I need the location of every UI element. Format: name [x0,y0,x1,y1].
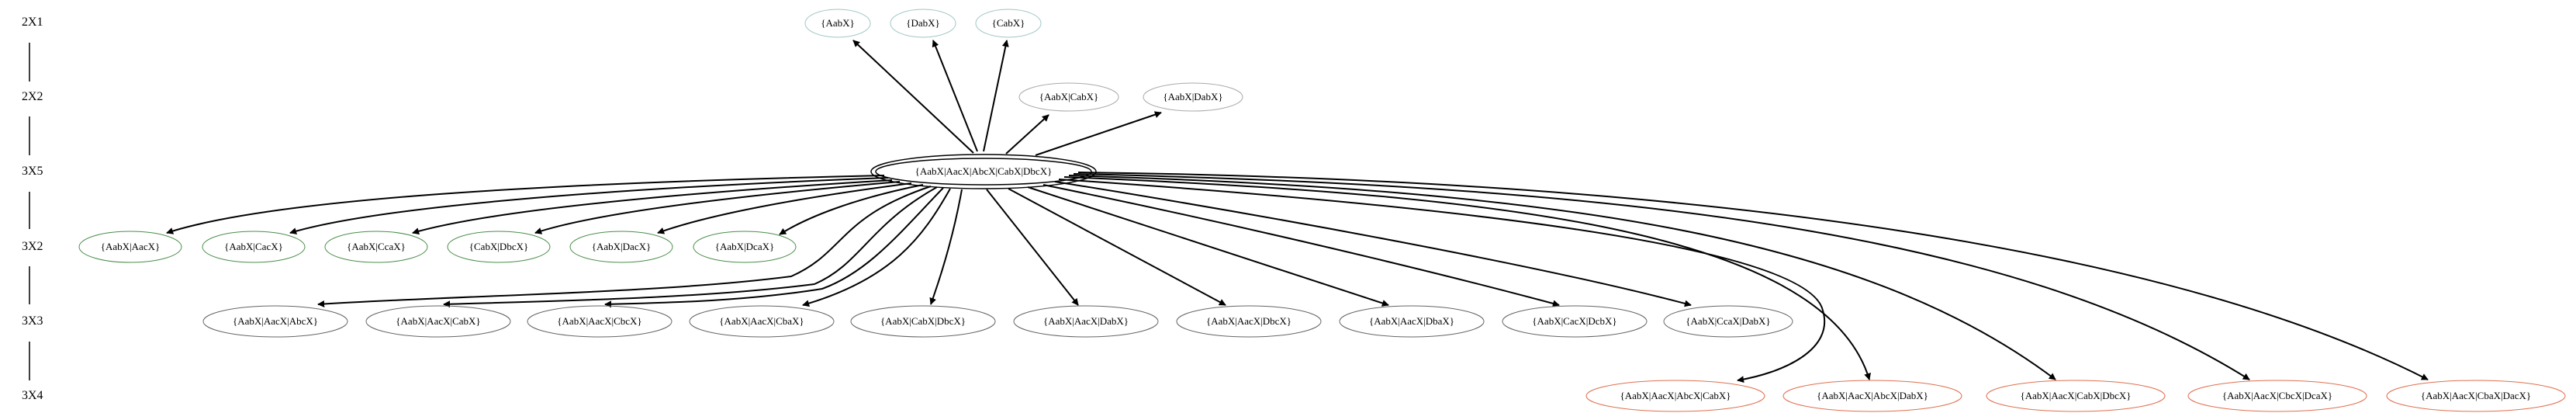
edge [1035,111,1162,156]
level-label: 2X1 [22,16,43,29]
edge [1077,172,2429,380]
root-node[interactable]: {AabX|AacX|AbcX|CabX|DbcX} [870,154,1097,189]
node[interactable]: {AabX|AacX|CabX} [365,305,511,338]
node-label: {AabX|CcaX|DabX} [1686,315,1770,327]
node-label: {AabX|AacX|DbcX} [1206,315,1291,327]
edge [802,188,951,307]
edge [534,181,901,234]
edge [932,40,978,152]
edge [1043,184,1560,307]
edge [1063,176,1871,380]
node-label: {AabX|AacX|CabX|DbcX} [2020,390,2131,401]
edge [986,189,1079,306]
edge [779,184,924,235]
node[interactable]: {AabX|AacX} [78,231,182,263]
node-label: {AabX|CacX|DcbX} [1532,315,1616,327]
edge [1058,179,1826,384]
node-label: {DabX} [906,17,940,29]
node[interactable]: {DabX} [890,9,956,38]
level-axis: 2X1 2X2 3X5 3X2 3X3 3X4 [22,16,43,402]
node-label: {AabX|AacX|CbaX} [719,315,804,327]
node-label: {AabX|AacX|CbcX} [557,315,641,327]
edge [1068,175,2056,380]
edge [1005,114,1049,154]
node-label: {AabX|AacX} [101,241,160,252]
node-label: {AabX|DacX} [592,241,651,252]
node-label: {AabX} [821,17,855,29]
edge [317,186,932,307]
node[interactable]: {CabX} [975,9,1042,38]
node-label: {AabX|AacX|AbcX|CabX|DbcX} [915,165,1053,177]
edge [412,179,893,235]
edge [929,189,963,305]
edge [657,182,912,234]
node[interactable]: {AabX|AacX|DabX} [1013,305,1159,338]
edge [166,175,885,234]
node[interactable]: {AabX|DacX} [569,231,673,263]
node[interactable]: {AabX|CacX} [202,231,306,263]
node[interactable]: {AabX|CacX|DcbX} [1502,305,1648,338]
edge [443,186,938,308]
node[interactable]: {AabX|AacX|AbcX} [202,305,348,338]
level-label: 3X2 [22,240,43,253]
node[interactable]: {CabX|DbcX} [447,231,551,263]
node[interactable]: {AabX|AacX|CbcX} [527,305,673,338]
node-label: {AabX|AacX|CbaX|DacX} [2421,390,2531,401]
node-label: {AabX|AacX|AbcX|CabX} [1620,390,1731,401]
node-label: {AabX|CabX} [1039,91,1098,102]
node[interactable]: {AabX} [804,9,871,38]
node-label: {AabX|CacX} [224,241,283,252]
node-label: {AabX|DabX} [1163,91,1222,102]
node-label: {CabX} [992,17,1025,29]
node-label: {AabX|DcaX} [715,241,774,252]
node[interactable]: {AabX|AacX|DbcX} [1176,305,1322,338]
level-label: 3X3 [22,314,43,328]
edge [1054,181,1692,307]
node[interactable]: {AabX|AacX|CabX|DbcX} [1986,380,2166,412]
level-label: 3X4 [22,389,43,402]
edge [983,40,1009,152]
node-label: {AabX|AacX|AbcX} [233,315,318,327]
node[interactable]: {AabX|CabX} [1018,82,1119,112]
node[interactable]: {AabX|CcaX} [324,231,428,263]
level-label: 3X5 [22,165,43,178]
node[interactable]: {AabX|AacX|CbcX|DcaX} [2187,380,2367,412]
edges [166,40,2429,384]
node[interactable]: {AabX|DcaX} [693,231,797,263]
edge [852,40,974,154]
node-label: {AabX|AacX|DabX} [1043,315,1129,327]
edge [1073,173,2250,380]
edge [1027,186,1389,307]
node-label: {AabX|AacX|CbcX|DcaX} [2222,390,2332,401]
node[interactable]: {AabX|CabX|DbcX} [850,305,996,338]
node[interactable]: {AabX|AacX|CbaX|DacX} [2386,380,2566,412]
node-label: {AabX|AacX|CabX} [396,315,480,327]
node[interactable]: {AabX|DabX} [1143,82,1243,112]
node-label: {AabX|AacX|AbcX|DabX} [1817,390,1928,401]
edge [1008,188,1226,306]
node[interactable]: {AabX|AacX|CbaX} [689,305,835,338]
node-label: {AabX|AacX|DbaX} [1369,315,1454,327]
edge [604,187,944,308]
node-label: {AabX|CabX|DbcX} [880,315,966,327]
node[interactable]: {AabX|AacX|DbaX} [1339,305,1485,338]
node[interactable]: {AabX|CcaX|DabX} [1663,305,1793,338]
node[interactable]: {AabX|AacX|AbcX|DabX} [1782,380,1962,412]
level-label: 2X2 [22,90,43,103]
node-label: {CabX|DbcX} [469,241,528,252]
node[interactable]: {AabX|AacX|AbcX|CabX} [1585,380,1765,412]
node-label: {AabX|CcaX} [347,241,406,252]
edge [289,177,889,234]
